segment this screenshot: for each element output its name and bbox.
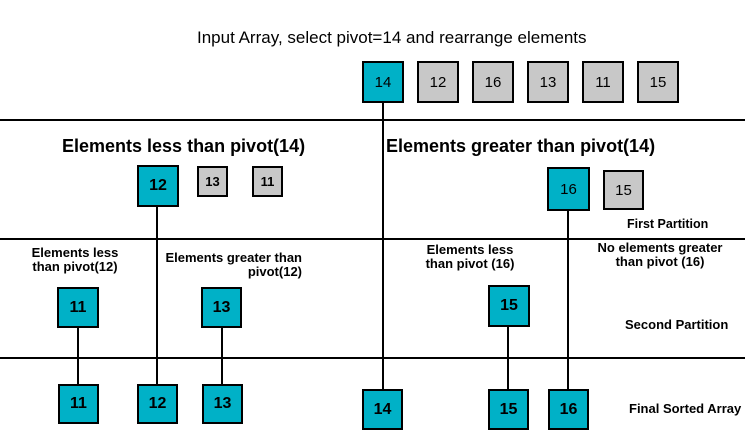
section-divider-2	[0, 238, 745, 240]
section-divider-1	[0, 119, 745, 121]
connector-pivot-16	[567, 210, 569, 391]
label-less-than-pivot-16: Elements less than pivot (16)	[409, 243, 531, 271]
partition2-box-11: 11	[57, 287, 99, 328]
connector-pivot-14	[382, 102, 384, 392]
connector-11	[77, 327, 79, 386]
input-box-16: 16	[472, 61, 514, 103]
heading-less-than-pivot-14: Elements less than pivot(14)	[62, 136, 306, 156]
second-partition-label: Second Partition	[625, 317, 729, 332]
final-box-13: 13	[202, 384, 243, 424]
connector-15	[507, 327, 509, 390]
label-no-elements-greater-16: No elements greater than pivot (16)	[585, 241, 735, 269]
first-partition-label: First Partition	[627, 217, 709, 231]
final-box-11: 11	[58, 384, 99, 424]
final-sorted-array-label: Final Sorted Array	[629, 401, 742, 416]
connector-pivot-12	[156, 206, 158, 386]
label-line: No elements greater	[597, 240, 723, 255]
label-line: than pivot (16)	[425, 256, 515, 271]
diagram-title: Input Array, select pivot=14 and rearran…	[197, 28, 587, 47]
final-box-14: 14	[362, 389, 403, 430]
label-line: Elements greater than	[165, 250, 302, 265]
heading-greater-than-pivot-14: Elements greater than pivot(14)	[386, 136, 656, 156]
partition1-box-12: 12	[137, 165, 179, 207]
partition2-box-13: 13	[201, 287, 242, 328]
partition1-box-13: 13	[197, 166, 228, 197]
partition1-box-15: 15	[603, 170, 644, 210]
label-line: Elements less	[426, 242, 514, 257]
label-line: pivot(12)	[247, 264, 302, 279]
input-box-14: 14	[362, 61, 404, 103]
final-box-16: 16	[548, 389, 589, 430]
label-line: Elements less	[31, 245, 119, 260]
label-greater-than-pivot-12: Elements greater than pivot(12)	[152, 251, 302, 279]
connector-13	[221, 327, 223, 386]
label-less-than-pivot-12: Elements less than pivot(12)	[15, 246, 135, 274]
input-box-12: 12	[417, 61, 459, 103]
label-line: than pivot(12)	[32, 259, 118, 274]
section-divider-3	[0, 357, 745, 359]
partition1-box-11: 11	[252, 166, 283, 197]
partition1-box-16: 16	[547, 167, 590, 211]
input-box-15: 15	[637, 61, 679, 103]
final-box-12: 12	[137, 384, 178, 424]
input-box-13: 13	[527, 61, 569, 103]
label-line: than pivot (16)	[615, 254, 705, 269]
partition2-box-15: 15	[488, 285, 530, 327]
final-box-15: 15	[488, 389, 529, 430]
input-box-11: 11	[582, 61, 624, 103]
